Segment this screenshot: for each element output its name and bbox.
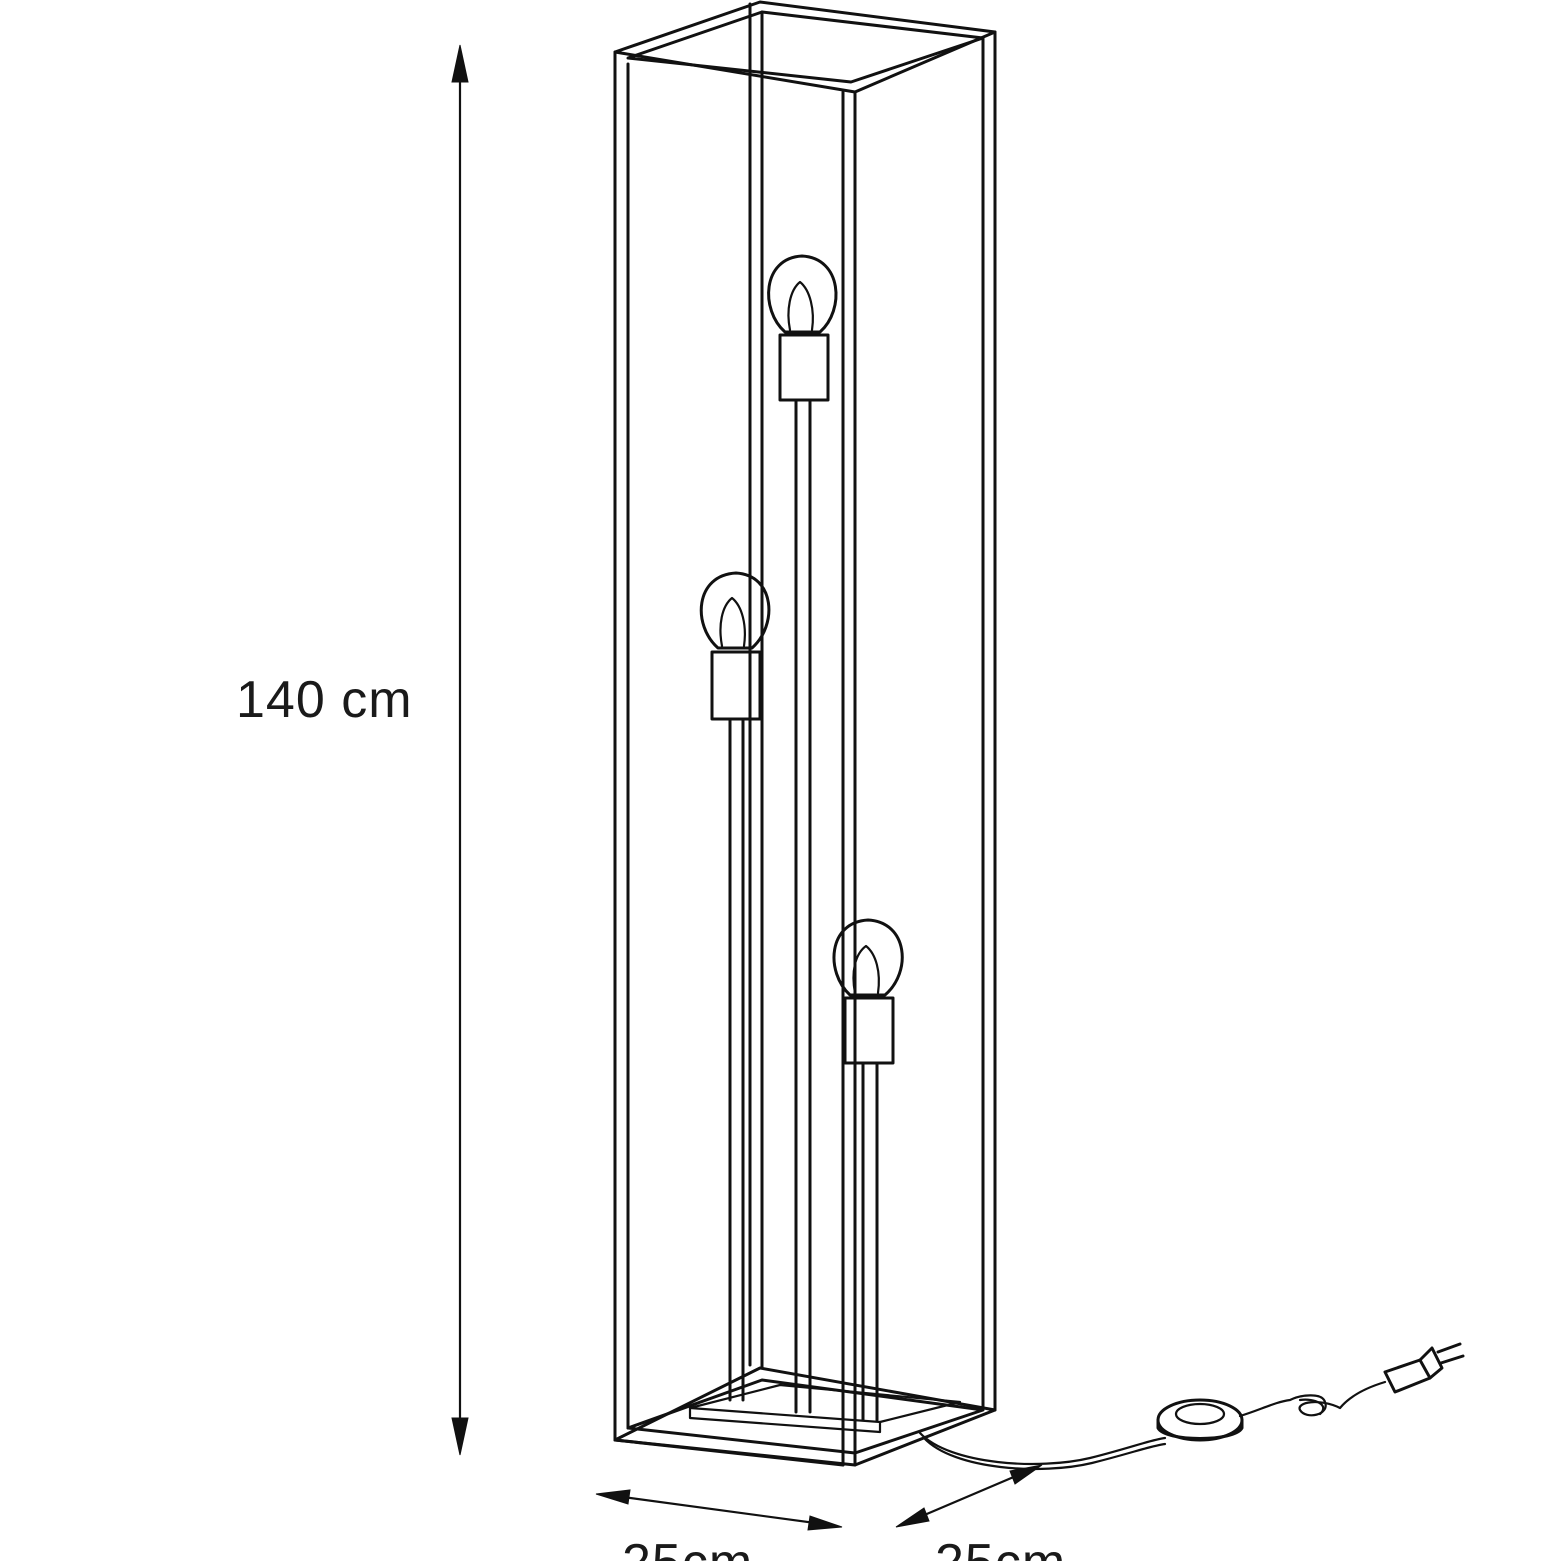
width-dimension bbox=[595, 1489, 843, 1531]
bulb-socket bbox=[843, 996, 895, 1065]
lamp-frame bbox=[613, 0, 997, 1467]
bulb-socket bbox=[778, 333, 830, 402]
arrow-right-icon bbox=[807, 1515, 843, 1531]
bulb-bottom bbox=[832, 918, 904, 1422]
frame-bottom-inner bbox=[626, 1378, 985, 1455]
plug-icon bbox=[1383, 1358, 1432, 1394]
base-plate bbox=[688, 1406, 882, 1434]
power-cord bbox=[918, 1342, 1465, 1470]
lightbulb-icon bbox=[832, 918, 904, 997]
height-label: 140 cm bbox=[236, 671, 413, 729]
width-label: 25cm bbox=[622, 1534, 753, 1561]
depth-label: 25cm bbox=[935, 1534, 1066, 1561]
lightbulb-icon bbox=[699, 571, 771, 650]
arrow-down-icon bbox=[451, 1417, 469, 1456]
arrow-left-icon bbox=[895, 1507, 930, 1528]
lightbulb-icon bbox=[767, 254, 838, 334]
arrow-up-icon bbox=[451, 44, 469, 83]
height-dimension bbox=[451, 44, 469, 1456]
bulb-middle bbox=[699, 571, 771, 1402]
depth-dimension bbox=[895, 1464, 1043, 1528]
bulb-socket bbox=[710, 650, 762, 721]
bulb-top bbox=[767, 254, 838, 1414]
arrow-left-icon bbox=[595, 1489, 631, 1505]
